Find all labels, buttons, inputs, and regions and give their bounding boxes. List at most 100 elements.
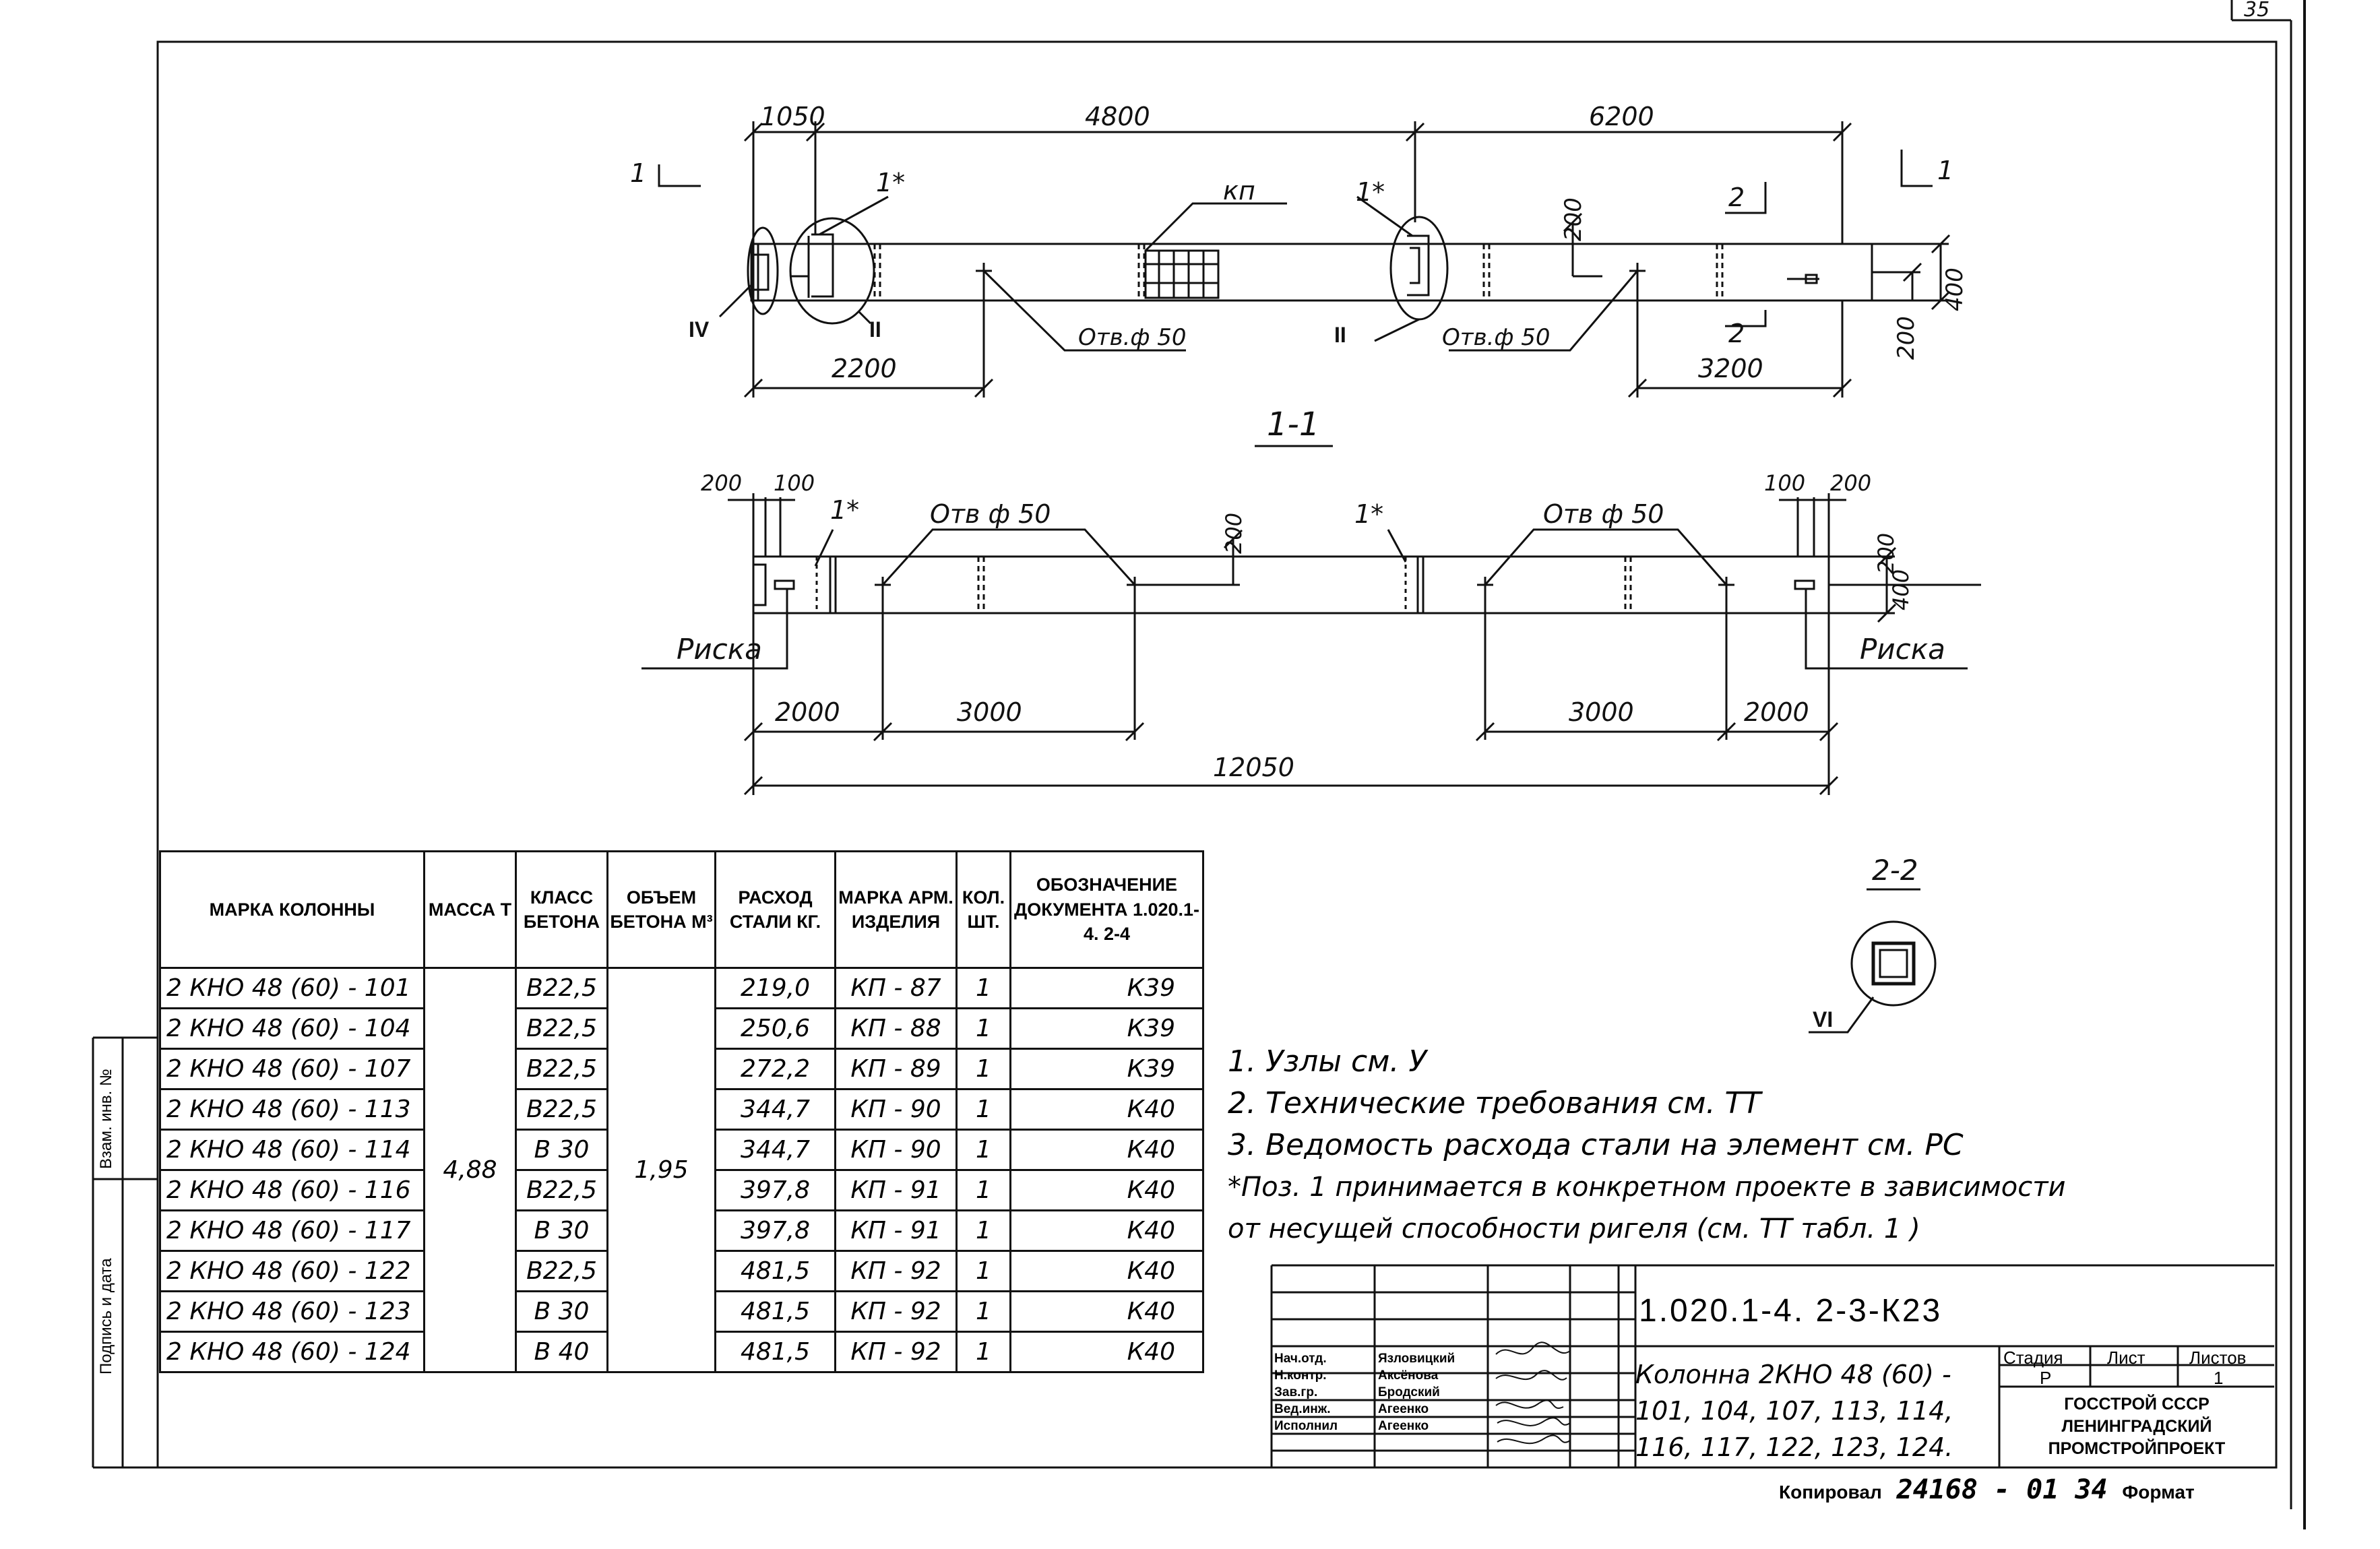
cell-mark: 2 КНО 48 (60) - 114	[159, 1129, 425, 1171]
cell-concrete: В 40	[515, 1331, 608, 1373]
cell-doc: К40	[1009, 1129, 1204, 1171]
node-vi-label: VI	[1813, 1007, 1833, 1032]
title-block: 1.020.1-4. 2-3-К23 Нач.отд. Н.контр. Зав…	[1272, 1265, 2274, 1469]
cell-steel: 344,7	[714, 1088, 836, 1131]
dim-3000-left: 3000	[957, 697, 1022, 727]
cell-steel: 344,7	[714, 1129, 836, 1171]
header-mass: МАССА Т	[423, 850, 517, 969]
cell-qty: 1	[956, 967, 1011, 1009]
cell-concrete: В 30	[515, 1290, 608, 1333]
header-qty: КОЛ. ШТ.	[956, 850, 1011, 969]
table-row: 2 КНО 48 (60) - 114 В 30 344,7 КП - 90 1…	[159, 1129, 1204, 1171]
sheets-header: Листов	[2189, 1348, 2247, 1368]
dim-2200: 2200	[832, 354, 897, 383]
cell-steel: 250,6	[714, 1007, 836, 1050]
note-nodes: 1. Узлы см. У	[1228, 1044, 1427, 1079]
dim-6200: 6200	[1589, 102, 1654, 131]
cell-qty: 1	[956, 1007, 1011, 1050]
cell-doc: К39	[1009, 967, 1204, 1009]
cell-arm: КП - 90	[834, 1129, 958, 1171]
cell-qty: 1	[956, 1129, 1011, 1171]
cell-arm: КП - 90	[834, 1088, 958, 1131]
cell-concrete: В22,5	[515, 1007, 608, 1050]
cell-qty: 1	[956, 1169, 1011, 1211]
copied-label: Копировал	[1779, 1482, 1882, 1503]
table-row: 2 КНО 48 (60) - 113 В22,5 344,7 КП - 90 …	[159, 1088, 1204, 1131]
header-concrete-volume: ОБЪЕМ БЕТОНА М³	[606, 850, 716, 969]
cell-steel: 481,5	[714, 1331, 836, 1373]
cell-qty: 1	[956, 1250, 1011, 1292]
cell-mark: 2 КНО 48 (60) - 113	[159, 1088, 425, 1131]
section-marker-1-left: 1	[630, 158, 646, 188]
callout-kp: кп	[1223, 176, 1255, 206]
callout-pos1-mid: 1*	[1356, 177, 1385, 207]
dim-overall-12050: 12050	[1213, 753, 1294, 782]
node-ii-label-left: II	[869, 317, 881, 342]
cell-concrete: В22,5	[515, 1169, 608, 1211]
section-marker-1-right: 1	[1937, 156, 1953, 185]
copy-line: Копировал 24168 - 01 34 Формат	[1779, 1474, 2195, 1505]
cell-concrete: В22,5	[515, 1048, 608, 1090]
hole-label-side-right: Отв ф 50	[1543, 499, 1664, 529]
role-executor: Исполнил	[1274, 1419, 1338, 1433]
cell-concrete: В22,5	[515, 1250, 608, 1292]
dim-400-plan: 400	[1941, 267, 1968, 311]
table-row: 2 КНО 48 (60) - 122 В22,5 481,5 КП - 92 …	[159, 1250, 1204, 1292]
dim-200-side-right: 200	[1830, 470, 1871, 496]
cell-doc: К40	[1009, 1209, 1204, 1252]
role-lead-engineer: Вед.инж.	[1274, 1402, 1331, 1416]
side-stamp-replacement: Взам. инв. №	[97, 1069, 115, 1169]
cell-mark: 2 КНО 48 (60) - 101	[159, 967, 425, 1009]
dim-200-plan-bottom: 200	[1893, 316, 1920, 360]
cell-steel: 481,5	[714, 1290, 836, 1333]
role-head-dept: Нач.отд.	[1274, 1352, 1327, 1366]
table-row: 2 КНО 48 (60) - 107 В22,5 272,2 КП - 89 …	[159, 1048, 1204, 1090]
notes-block: 1. Узлы см. У 2. Технические требования …	[1228, 1041, 2279, 1250]
cell-steel: 272,2	[714, 1048, 836, 1090]
cell-steel: 397,8	[714, 1209, 836, 1252]
document-code: 1.020.1-4. 2-3-К23	[1639, 1293, 1943, 1329]
stage-value: Р	[2040, 1368, 2052, 1388]
title-block-grid	[1270, 1264, 2276, 1469]
cell-concrete: В 30	[515, 1209, 608, 1252]
organization: ГОССТРОЙ СССР ЛЕНИНГРАДСКИЙ ПРОМСТРОЙПРО…	[1999, 1393, 2274, 1460]
cell-steel: 397,8	[714, 1169, 836, 1211]
header-mark: МАРКА КОЛОННЫ	[159, 850, 425, 969]
table-row: 2 КНО 48 (60) - 123 В 30 481,5 КП - 92 1…	[159, 1290, 1204, 1333]
section-title-2-2: 2-2	[1872, 854, 1918, 887]
cell-doc: К40	[1009, 1290, 1204, 1333]
cell-steel: 219,0	[714, 967, 836, 1009]
dim-3200: 3200	[1698, 354, 1763, 383]
dim-100-side-left: 100	[774, 470, 815, 496]
cell-qty: 1	[956, 1048, 1011, 1090]
cell-concrete: В22,5	[515, 1088, 608, 1131]
callout-pos1-side-mid: 1*	[1354, 499, 1383, 529]
node-ii-label-mid: II	[1334, 323, 1346, 347]
risk-label-left: Риска	[677, 633, 762, 666]
section-title-1-1: 1-1	[1267, 406, 1319, 443]
table-row: 2 КНО 48 (60) - 104 В22,5 250,6 КП - 88 …	[159, 1007, 1204, 1050]
name-head-dept: Язловицкий	[1378, 1352, 1455, 1366]
dim-2000-right: 2000	[1744, 697, 1809, 727]
callout-pos1-side-left: 1*	[830, 495, 859, 525]
cell-mark: 2 КНО 48 (60) - 104	[159, 1007, 425, 1050]
role-norm-control: Н.контр.	[1274, 1368, 1327, 1383]
cell-doc: К39	[1009, 1007, 1204, 1050]
cell-arm: КП - 92	[834, 1290, 958, 1333]
org-line-3: ПРОМСТРОЙПРОЕКТ	[2048, 1439, 2226, 1458]
dim-1050: 1050	[760, 102, 825, 131]
cell-mark: 2 КНО 48 (60) - 117	[159, 1209, 425, 1252]
section-marker-2-top: 2	[1728, 183, 1745, 212]
signatures	[1495, 1341, 1571, 1445]
table-header-row: МАРКА КОЛОННЫ МАССА Т КЛАСС БЕТОНА ОБЪЕМ…	[159, 850, 1204, 969]
header-concrete-class: КЛАСС БЕТОНА	[515, 850, 608, 969]
dim-200-plan: 200	[1560, 197, 1587, 241]
name-group-head: Бродский	[1378, 1385, 1440, 1399]
cell-arm: КП - 92	[834, 1250, 958, 1292]
cell-doc: К39	[1009, 1048, 1204, 1090]
hole-label-side-left: Отв ф 50	[930, 499, 1051, 529]
cell-arm: КП - 89	[834, 1048, 958, 1090]
sheet-value: 1	[2214, 1368, 2224, 1388]
